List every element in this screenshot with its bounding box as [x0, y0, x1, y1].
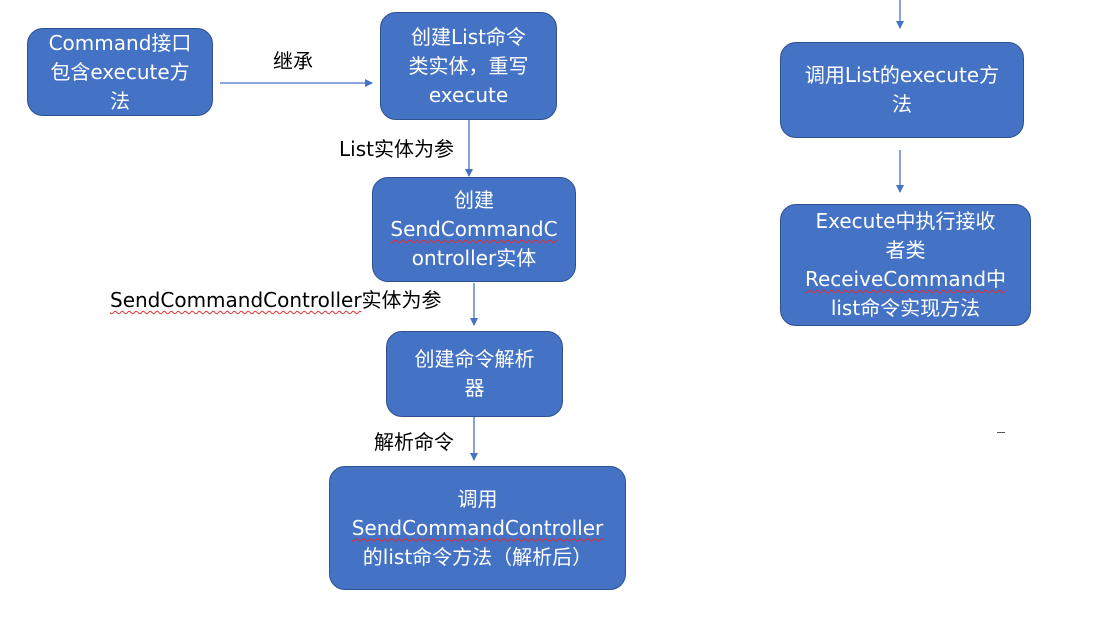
node-call-controller-list[interactable]: 调用 SendCommandController 的list命令方法（解析后）: [329, 466, 626, 590]
node-text-line: 包含execute方: [50, 59, 190, 84]
node-command-interface[interactable]: Command接口 包含execute方 法: [27, 28, 213, 116]
node-text-line: SendCommandController: [351, 515, 604, 540]
node-text-line: Execute中执行接收: [815, 209, 996, 233]
node-text-line: SendCommandC: [390, 217, 558, 241]
edge-label-part: SendCommandController: [110, 288, 362, 312]
edge-label-list-entity-param: List实体为参: [339, 137, 454, 161]
node-text-line: list命令实现方法: [830, 296, 981, 320]
node-text-line: 器: [464, 376, 485, 400]
node-text-line: 法: [891, 92, 912, 116]
node-text-line: 的list命令方法（解析后）: [362, 544, 593, 569]
node-text-line: 法: [109, 88, 130, 113]
edge-label-parse-command: 解析命令: [374, 430, 454, 454]
node-create-parser[interactable]: 创建命令解析 器: [386, 331, 563, 417]
node-text-line: 调用List的execute方: [804, 63, 1000, 87]
node-text-line: 者类: [885, 238, 926, 262]
node-create-send-controller[interactable]: 创建 SendCommandC ontroller实体: [372, 177, 576, 282]
edge-label-part: 实体为参: [361, 288, 442, 312]
node-text-line: 类实体，重写: [408, 53, 529, 78]
node-text-line: ReceiveCommand中: [804, 267, 1007, 291]
node-text-line: 创建: [453, 188, 494, 212]
node-text-line: Command接口: [48, 30, 192, 55]
node-text-line: execute: [428, 82, 509, 107]
stray-mark: [997, 432, 1005, 433]
edge-label-inherit: 继承: [273, 49, 313, 73]
edge-label-controller-entity-param: SendCommandController实体为参: [110, 288, 442, 312]
node-text-line: 创建List命令: [411, 24, 526, 49]
node-text-line: ontroller实体: [411, 246, 537, 270]
node-text-line: 创建命令解析: [414, 347, 535, 371]
node-execute-receiver[interactable]: Execute中执行接收 者类 ReceiveCommand中 list命令实现…: [780, 204, 1031, 326]
node-text-line: 调用: [457, 486, 498, 511]
node-call-list-execute[interactable]: 调用List的execute方 法: [780, 42, 1024, 138]
node-create-list-command[interactable]: 创建List命令 类实体，重写 execute: [380, 12, 557, 120]
